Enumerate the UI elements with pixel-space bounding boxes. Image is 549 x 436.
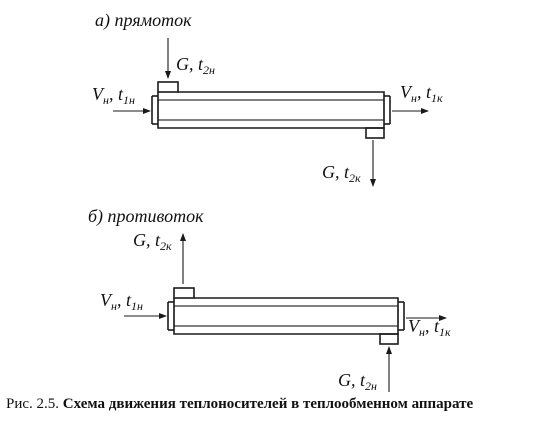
scheme-a-g-in-label: G, t2н [176, 54, 215, 77]
scheme-a-g-out-label: G, t2к [322, 162, 361, 185]
scheme-a-v-in-label: Vн, t1н [92, 84, 135, 107]
scheme-b-v-out-label: Vн, t1к [408, 316, 451, 339]
scheme-b-g-in-label: G, t2н [338, 370, 377, 393]
scheme-a-title: а) прямоток [95, 10, 192, 31]
scheme-b-title: б) противоток [88, 206, 204, 227]
scheme-b-v-in-label: Vн, t1н [100, 290, 143, 313]
scheme-b-exchanger [167, 287, 405, 345]
scheme-a-v-out-label: Vн, t1к [400, 82, 443, 105]
figure-caption: Рис. 2.5. Схема движения теплоносителей … [6, 396, 546, 413]
scheme-a-exchanger [151, 81, 391, 139]
caption-prefix: Рис. 2.5. [6, 396, 63, 412]
caption-text: Схема движения теплоносителей в теплообм… [62, 396, 474, 412]
scheme-b-g-out-label: G, t2к [133, 230, 172, 253]
